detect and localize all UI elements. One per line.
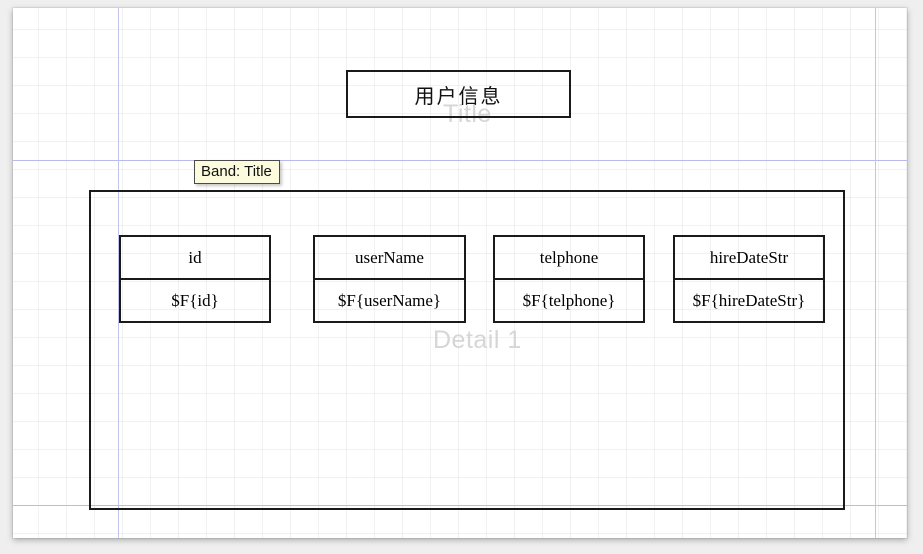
title-text-label: 用户信息: [414, 83, 503, 108]
field-column-id[interactable]: id $F{id}: [119, 235, 271, 325]
band-watermark-detail: Detail 1: [433, 326, 522, 354]
field-header-telphone[interactable]: telphone: [493, 235, 645, 280]
detail-band-frame[interactable]: [89, 190, 845, 510]
field-value-telphone[interactable]: $F{telphone}: [493, 278, 645, 323]
field-header-id[interactable]: id: [119, 235, 271, 280]
guide-line-horizontal-bottom: [13, 505, 907, 506]
field-column-hiredatestr[interactable]: hireDateStr $F{hireDateStr}: [673, 235, 825, 325]
guide-line-horizontal-top: [13, 160, 907, 161]
guide-line-vertical-right: [875, 8, 876, 538]
field-header-username[interactable]: userName: [313, 235, 466, 280]
field-value-id[interactable]: $F{id}: [119, 278, 271, 323]
field-column-telphone[interactable]: telphone $F{telphone}: [493, 235, 645, 325]
field-header-hiredatestr[interactable]: hireDateStr: [673, 235, 825, 280]
band-tooltip: Band: Title: [194, 160, 280, 184]
title-text-element[interactable]: 用户信息: [346, 70, 571, 118]
field-column-username[interactable]: userName $F{userName}: [313, 235, 466, 325]
band-watermark-title: Title: [443, 100, 492, 128]
report-design-canvas[interactable]: Title Detail 1 用户信息 id $F{id} userName $…: [13, 8, 907, 538]
field-value-hiredatestr[interactable]: $F{hireDateStr}: [673, 278, 825, 323]
field-value-username[interactable]: $F{userName}: [313, 278, 466, 323]
guide-line-vertical-left: [118, 8, 119, 538]
